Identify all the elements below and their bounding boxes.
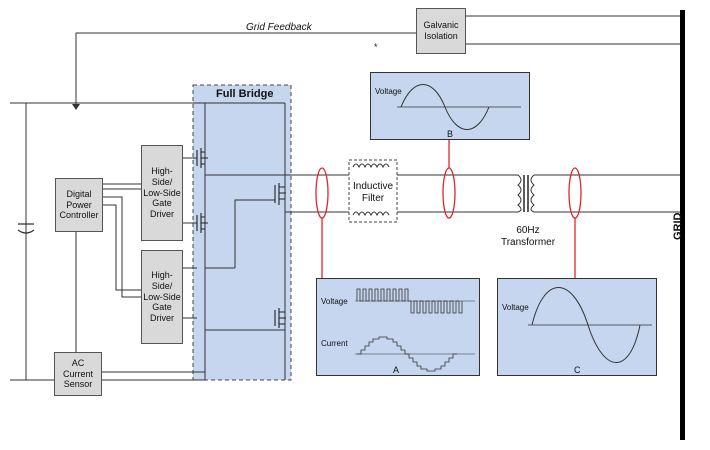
gate-driver-bottom-label-4: Driver	[150, 313, 174, 324]
controller-label-3: Controller	[59, 210, 99, 221]
scope-a-waveforms	[355, 288, 475, 372]
sensor-label-1: AC	[71, 357, 85, 368]
switches	[196, 148, 286, 328]
inductive-filter-label: Inductive Filter	[352, 181, 394, 204]
scope-a: Voltage Current A	[316, 278, 480, 376]
mosfet-mid-left	[196, 213, 208, 233]
mosfet-bottom-right	[274, 308, 286, 328]
galvanic-isolation-box: Galvanic Isolation	[416, 8, 466, 54]
driver-bottom-gate-wires	[183, 267, 197, 319]
asterisk-mark: *	[374, 42, 378, 52]
gate-driver-top-label-4: Driver	[150, 209, 174, 220]
gate-driver-top-label-3: Gate	[152, 198, 172, 209]
transformer-label-1: 60Hz	[516, 225, 540, 236]
scope-c-letter: C	[574, 365, 581, 375]
probes	[315, 140, 582, 278]
grid-feedback-arrowhead	[72, 104, 80, 110]
scope-b-waveform	[397, 84, 521, 130]
scope-a-letter: A	[393, 365, 400, 375]
sensor-label-3: Sensor	[63, 379, 93, 390]
transformer-label: 60Hz Transformer	[498, 225, 558, 248]
grid-label: GRID	[672, 212, 684, 241]
inductor-bottom	[352, 211, 390, 217]
full-bridge-region	[192, 84, 292, 381]
inductive-filter-label-2: Filter	[361, 192, 385, 204]
galvanic-label-1: Galvanic	[423, 20, 459, 31]
controller-label-1: Digital	[66, 188, 92, 199]
inductor-top	[352, 163, 390, 169]
controller-to-driver-wires	[103, 183, 141, 298]
galvanic-label-2: Isolation	[424, 31, 458, 41]
grid-feedback-wire	[75, 32, 416, 104]
scope-c-waveform	[528, 287, 652, 363]
gate-driver-top-box: High-Side/ Low-Side Gate Driver	[141, 145, 183, 241]
transformer-core	[523, 175, 529, 212]
full-bridge-title: Full Bridge	[216, 88, 274, 100]
scope-a-current-label: Current	[321, 339, 348, 348]
mosfet-top-left	[196, 148, 208, 168]
gate-driver-bottom-label-2: Low-Side	[143, 291, 181, 302]
driver-top-gate-wires	[183, 157, 197, 224]
transformer-primary	[517, 174, 522, 213]
sensor-label-2: Current	[62, 368, 93, 379]
mosfet-top-right	[274, 183, 286, 205]
scope-c-voltage-label: Voltage	[502, 303, 529, 312]
gate-driver-bottom-label-3: Gate	[152, 302, 172, 313]
dc-capacitor	[17, 223, 35, 234]
inductive-filter-box	[348, 159, 398, 223]
transformer-secondary	[530, 174, 535, 213]
controller-label-2: Power	[66, 199, 92, 210]
gate-driver-top-label-2: Low-Side	[143, 187, 181, 198]
grid-feedback-label: Grid Feedback	[246, 22, 312, 33]
scope-c: Voltage C	[497, 278, 657, 376]
gate-driver-bottom-box: High-Side/ Low-Side Gate Driver	[141, 250, 183, 344]
scope-b-letter: B	[447, 129, 454, 139]
scope-b-voltage-label: Voltage	[375, 87, 402, 96]
ac-current-sensor-box: AC Current Sensor	[54, 352, 102, 396]
scope-b: Voltage B	[370, 72, 530, 140]
grid-bar	[680, 10, 685, 440]
digital-power-controller-box: Digital Power Controller	[55, 178, 103, 232]
bridge-cross	[234, 199, 275, 268]
wires	[10, 15, 680, 381]
scope-a-voltage-label: Voltage	[321, 297, 348, 306]
gate-driver-top-label-1: High-Side/	[151, 166, 173, 187]
transformer-label-2: Transformer	[500, 236, 556, 248]
gate-driver-bottom-label-1: High-Side/	[151, 270, 173, 291]
inductive-filter-label-1: Inductive	[352, 181, 394, 192]
